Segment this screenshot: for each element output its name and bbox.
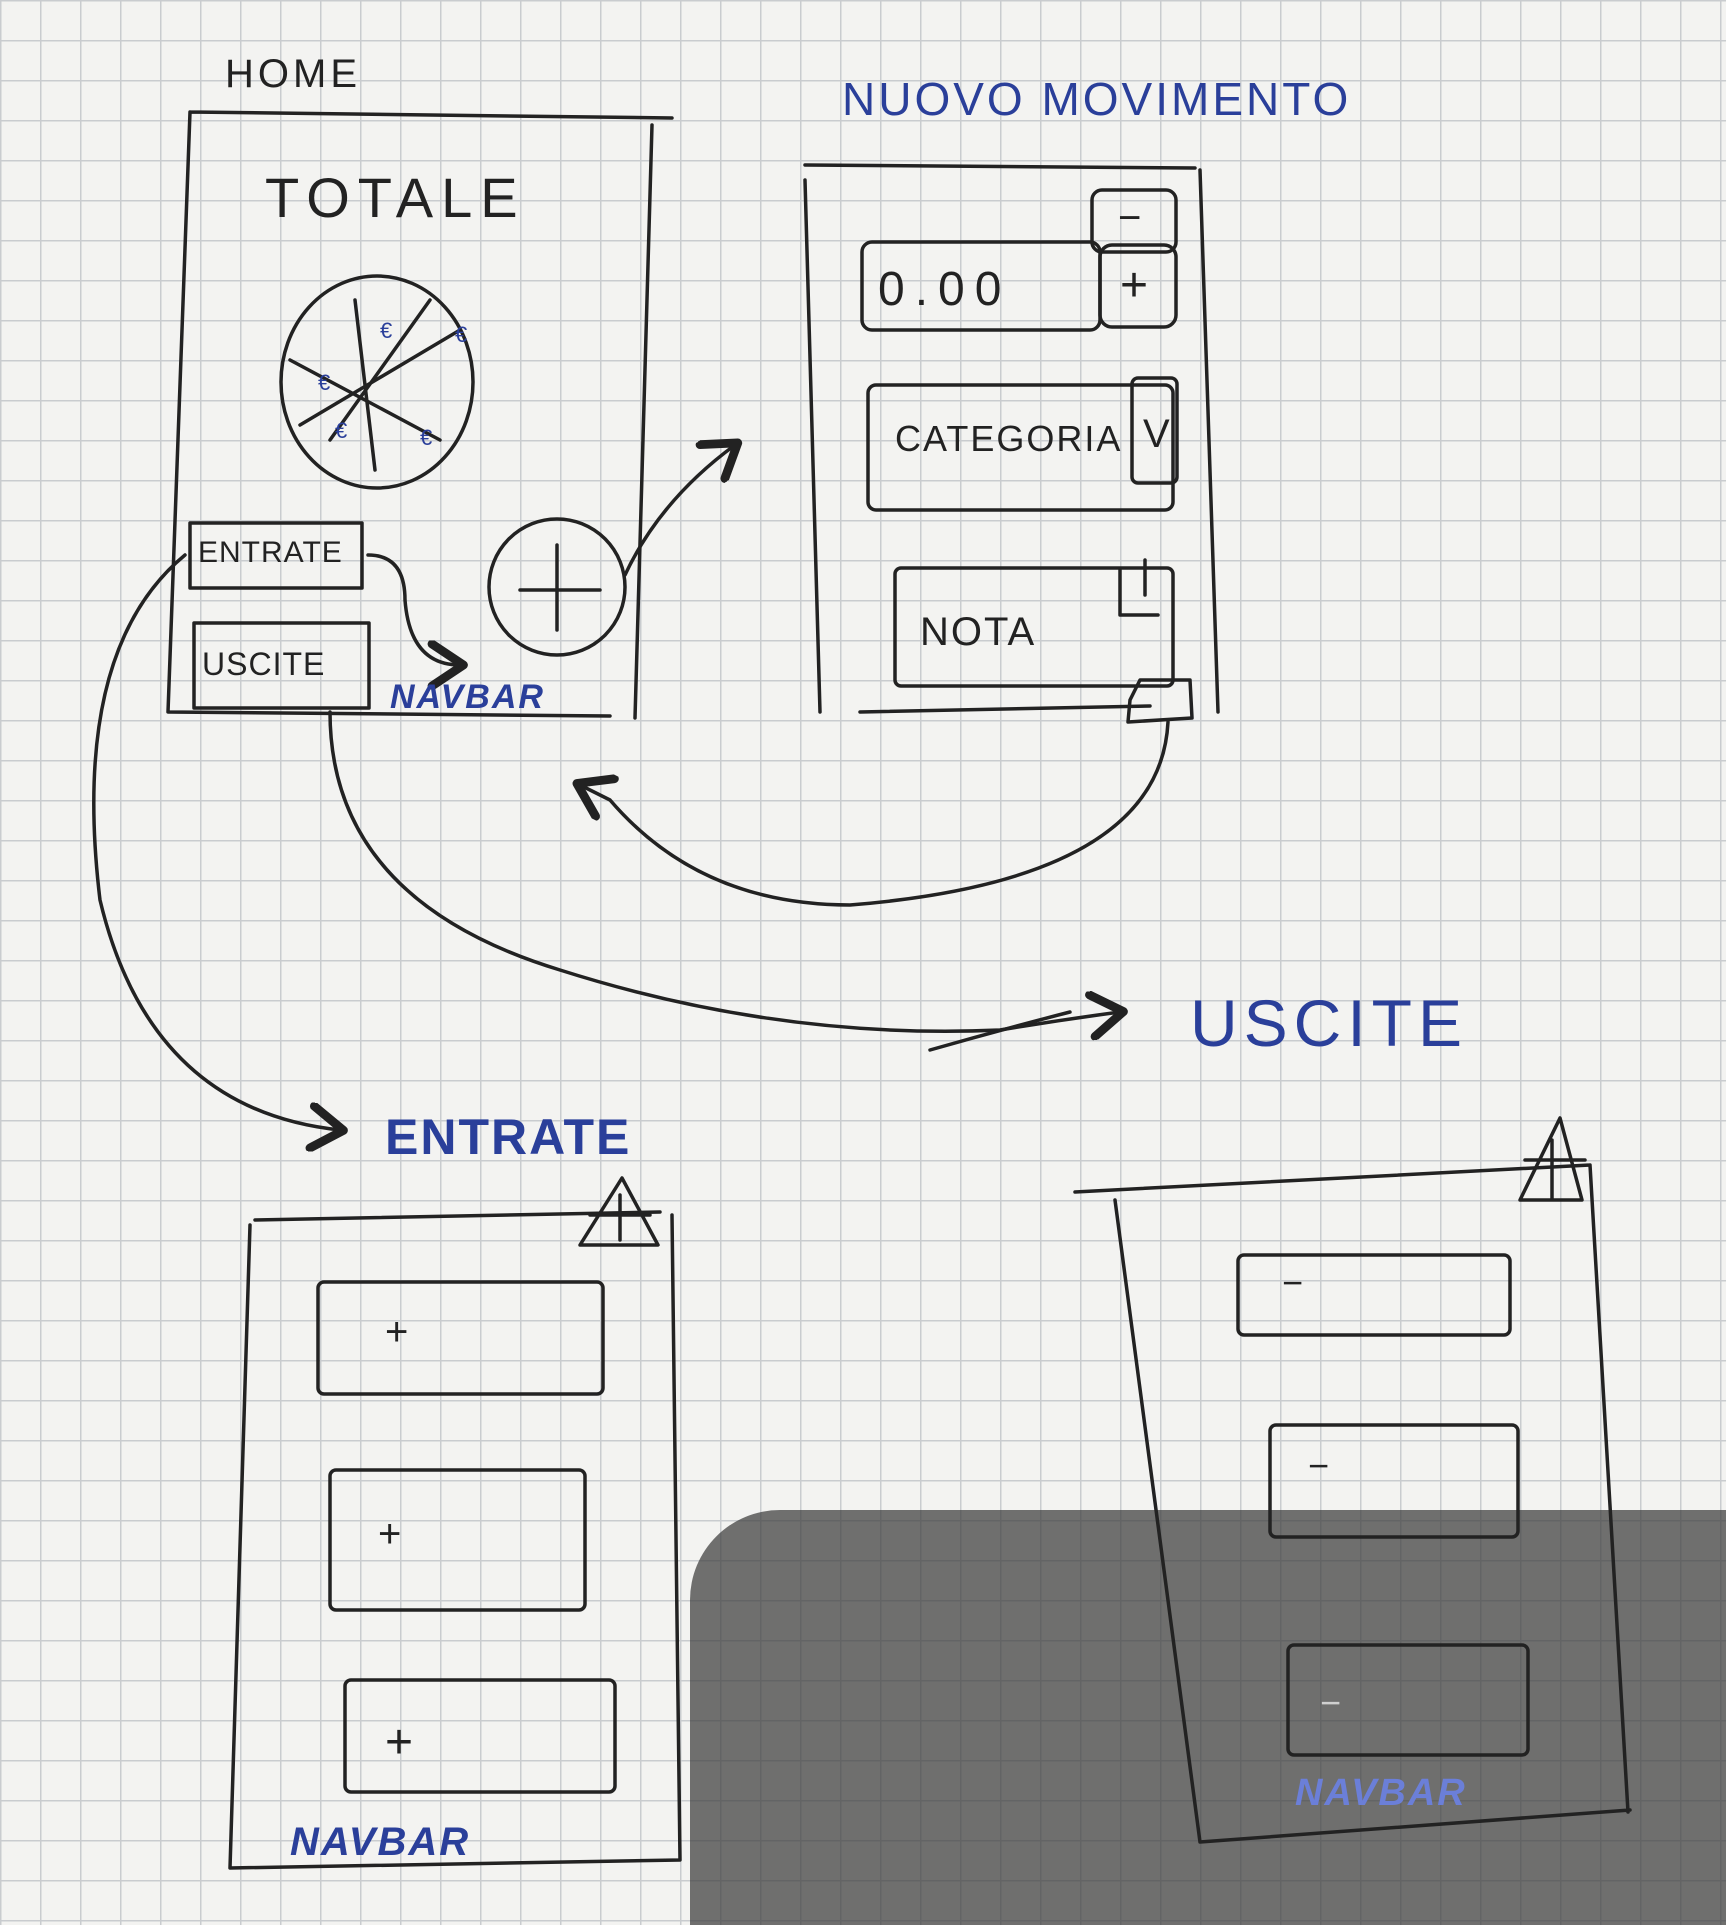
entrate-home-button[interactable]: [578, 1175, 663, 1250]
minus-button-box: [1090, 188, 1178, 254]
plus-button-box: [1098, 243, 1178, 329]
entrate-item-3-sign: +: [385, 1716, 418, 1769]
arrow-fab-to-nuovo: [623, 445, 735, 577]
categoria-dropdown-box: [1130, 376, 1179, 485]
nota-corner: [1118, 558, 1160, 617]
uscite-item-3-sign: −: [1320, 1682, 1346, 1723]
home-title: HOME: [225, 52, 361, 96]
pie-chart: [279, 274, 475, 490]
uscite-item-2-sign: −: [1308, 1445, 1334, 1486]
categoria-field[interactable]: CATEGORIA: [895, 418, 1123, 459]
entrate-screen-title: ENTRATE: [385, 1109, 632, 1165]
pie-label-3: €: [318, 370, 335, 395]
pie-label-4: €: [335, 418, 352, 443]
minus-button[interactable]: −: [1118, 196, 1146, 240]
uscite-item-2: [1268, 1423, 1520, 1539]
uscite-home-icon: [1518, 1116, 1587, 1202]
home-navbar-label: NAVBAR: [390, 678, 545, 716]
uscite-item-3: [1286, 1643, 1530, 1757]
total-label: TOTALE: [265, 166, 526, 229]
entrate-item-2: [328, 1468, 587, 1612]
navbar-arrow: [366, 553, 460, 665]
uscite-frame: [1073, 1163, 1632, 1844]
entrate-item-3: [343, 1678, 617, 1794]
arrow-to-entrate: [92, 553, 340, 1130]
amount-field[interactable]: 0.00: [878, 263, 1012, 316]
entrate-button[interactable]: ENTRATE: [198, 536, 343, 569]
entrate-button-box: [188, 521, 364, 590]
uscite-screen-title: USCITE: [1190, 986, 1469, 1060]
save-folder: [1126, 678, 1194, 724]
pie-label-2: €: [455, 322, 472, 347]
categoria-field-box: [866, 383, 1175, 512]
entrate-item-2-sign: +: [378, 1512, 406, 1556]
plus-button[interactable]: +: [1120, 259, 1153, 312]
arrow-nuovo-to-home: [580, 720, 1170, 907]
entrate-frame: [228, 1210, 682, 1870]
uscite-home-button[interactable]: [1518, 1118, 1586, 1203]
nota-field-box: [893, 566, 1175, 688]
arrow-to-uscite: [328, 710, 1120, 1031]
entrate-item-1: [316, 1280, 605, 1396]
home-frame: [166, 110, 674, 720]
nuovo-movimento-title: NUOVO MOVIMENTO: [842, 73, 1352, 125]
uscite-item-1-sign: −: [1282, 1262, 1308, 1303]
uscite-item-1: [1236, 1253, 1512, 1337]
uscite-button-box: [192, 621, 371, 710]
nuovo-frame: [803, 163, 1220, 714]
uscite-button[interactable]: USCITE: [202, 646, 326, 682]
add-movement-button[interactable]: [492, 522, 622, 652]
photo-shadow: [690, 1510, 1726, 1925]
pie-label-1: €: [380, 318, 397, 343]
entrate-navbar-label: NAVBAR: [290, 1820, 471, 1864]
folder-icon[interactable]: [1125, 675, 1195, 725]
entrate-item-1-sign: +: [385, 1310, 413, 1354]
uscite-navbar-label: NAVBAR: [1295, 1772, 1467, 1814]
pie-label-5: €: [420, 425, 437, 450]
fab-circle: [487, 517, 627, 657]
categoria-dropdown[interactable]: V: [1143, 412, 1174, 456]
entrate-home-icon: [578, 1176, 660, 1247]
nota-field[interactable]: NOTA: [920, 610, 1037, 654]
